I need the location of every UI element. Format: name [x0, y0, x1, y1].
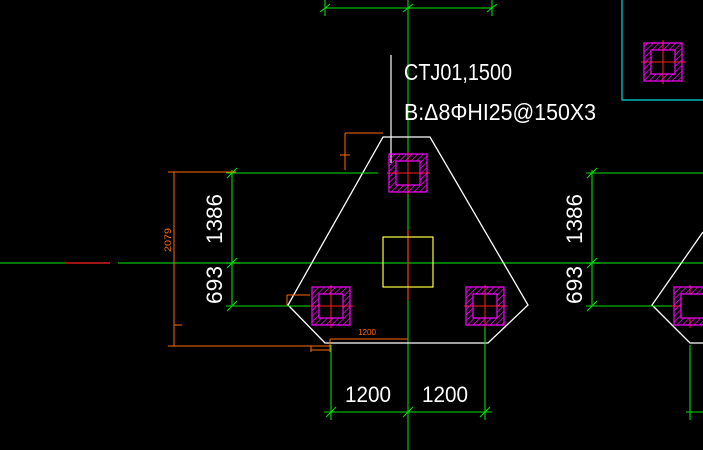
dim-bottom-left[interactable]: 1200: [345, 382, 391, 407]
column-bottom-left[interactable]: [311, 286, 351, 326]
rebar-label-text[interactable]: B:Δ8ΦHI25@150X3: [404, 99, 596, 125]
dim-right-upper[interactable]: 1386: [562, 194, 587, 244]
dim-left-total[interactable]: 2079: [163, 228, 173, 252]
column-top-right-frame[interactable]: [643, 42, 683, 82]
dim-left-lower[interactable]: 693: [202, 266, 227, 304]
dim-right-lower[interactable]: 693: [562, 266, 587, 304]
column-top[interactable]: [388, 153, 428, 193]
right-dimension-lines: [586, 167, 703, 312]
top-dimension-line: [319, 0, 498, 16]
orange-dimension-lines: [168, 132, 408, 352]
dim-bottom-small[interactable]: 1200: [358, 328, 377, 337]
cap-label-text[interactable]: CTJ01,1500: [404, 59, 512, 85]
pile-cap-ctj01[interactable]: [287, 136, 529, 344]
pile-cap-right-partial[interactable]: [651, 231, 703, 344]
left-dimension-lines: [226, 167, 378, 312]
dim-bottom-right[interactable]: 1200: [422, 382, 468, 407]
column-bottom-right[interactable]: [465, 286, 505, 326]
dim-left-upper[interactable]: 1386: [202, 194, 227, 244]
bottom-dimension-lines: [324, 325, 703, 420]
column-right-partial[interactable]: [673, 286, 703, 326]
adjacent-cap-frame: [621, 0, 703, 101]
center-pile-box[interactable]: [382, 236, 434, 288]
